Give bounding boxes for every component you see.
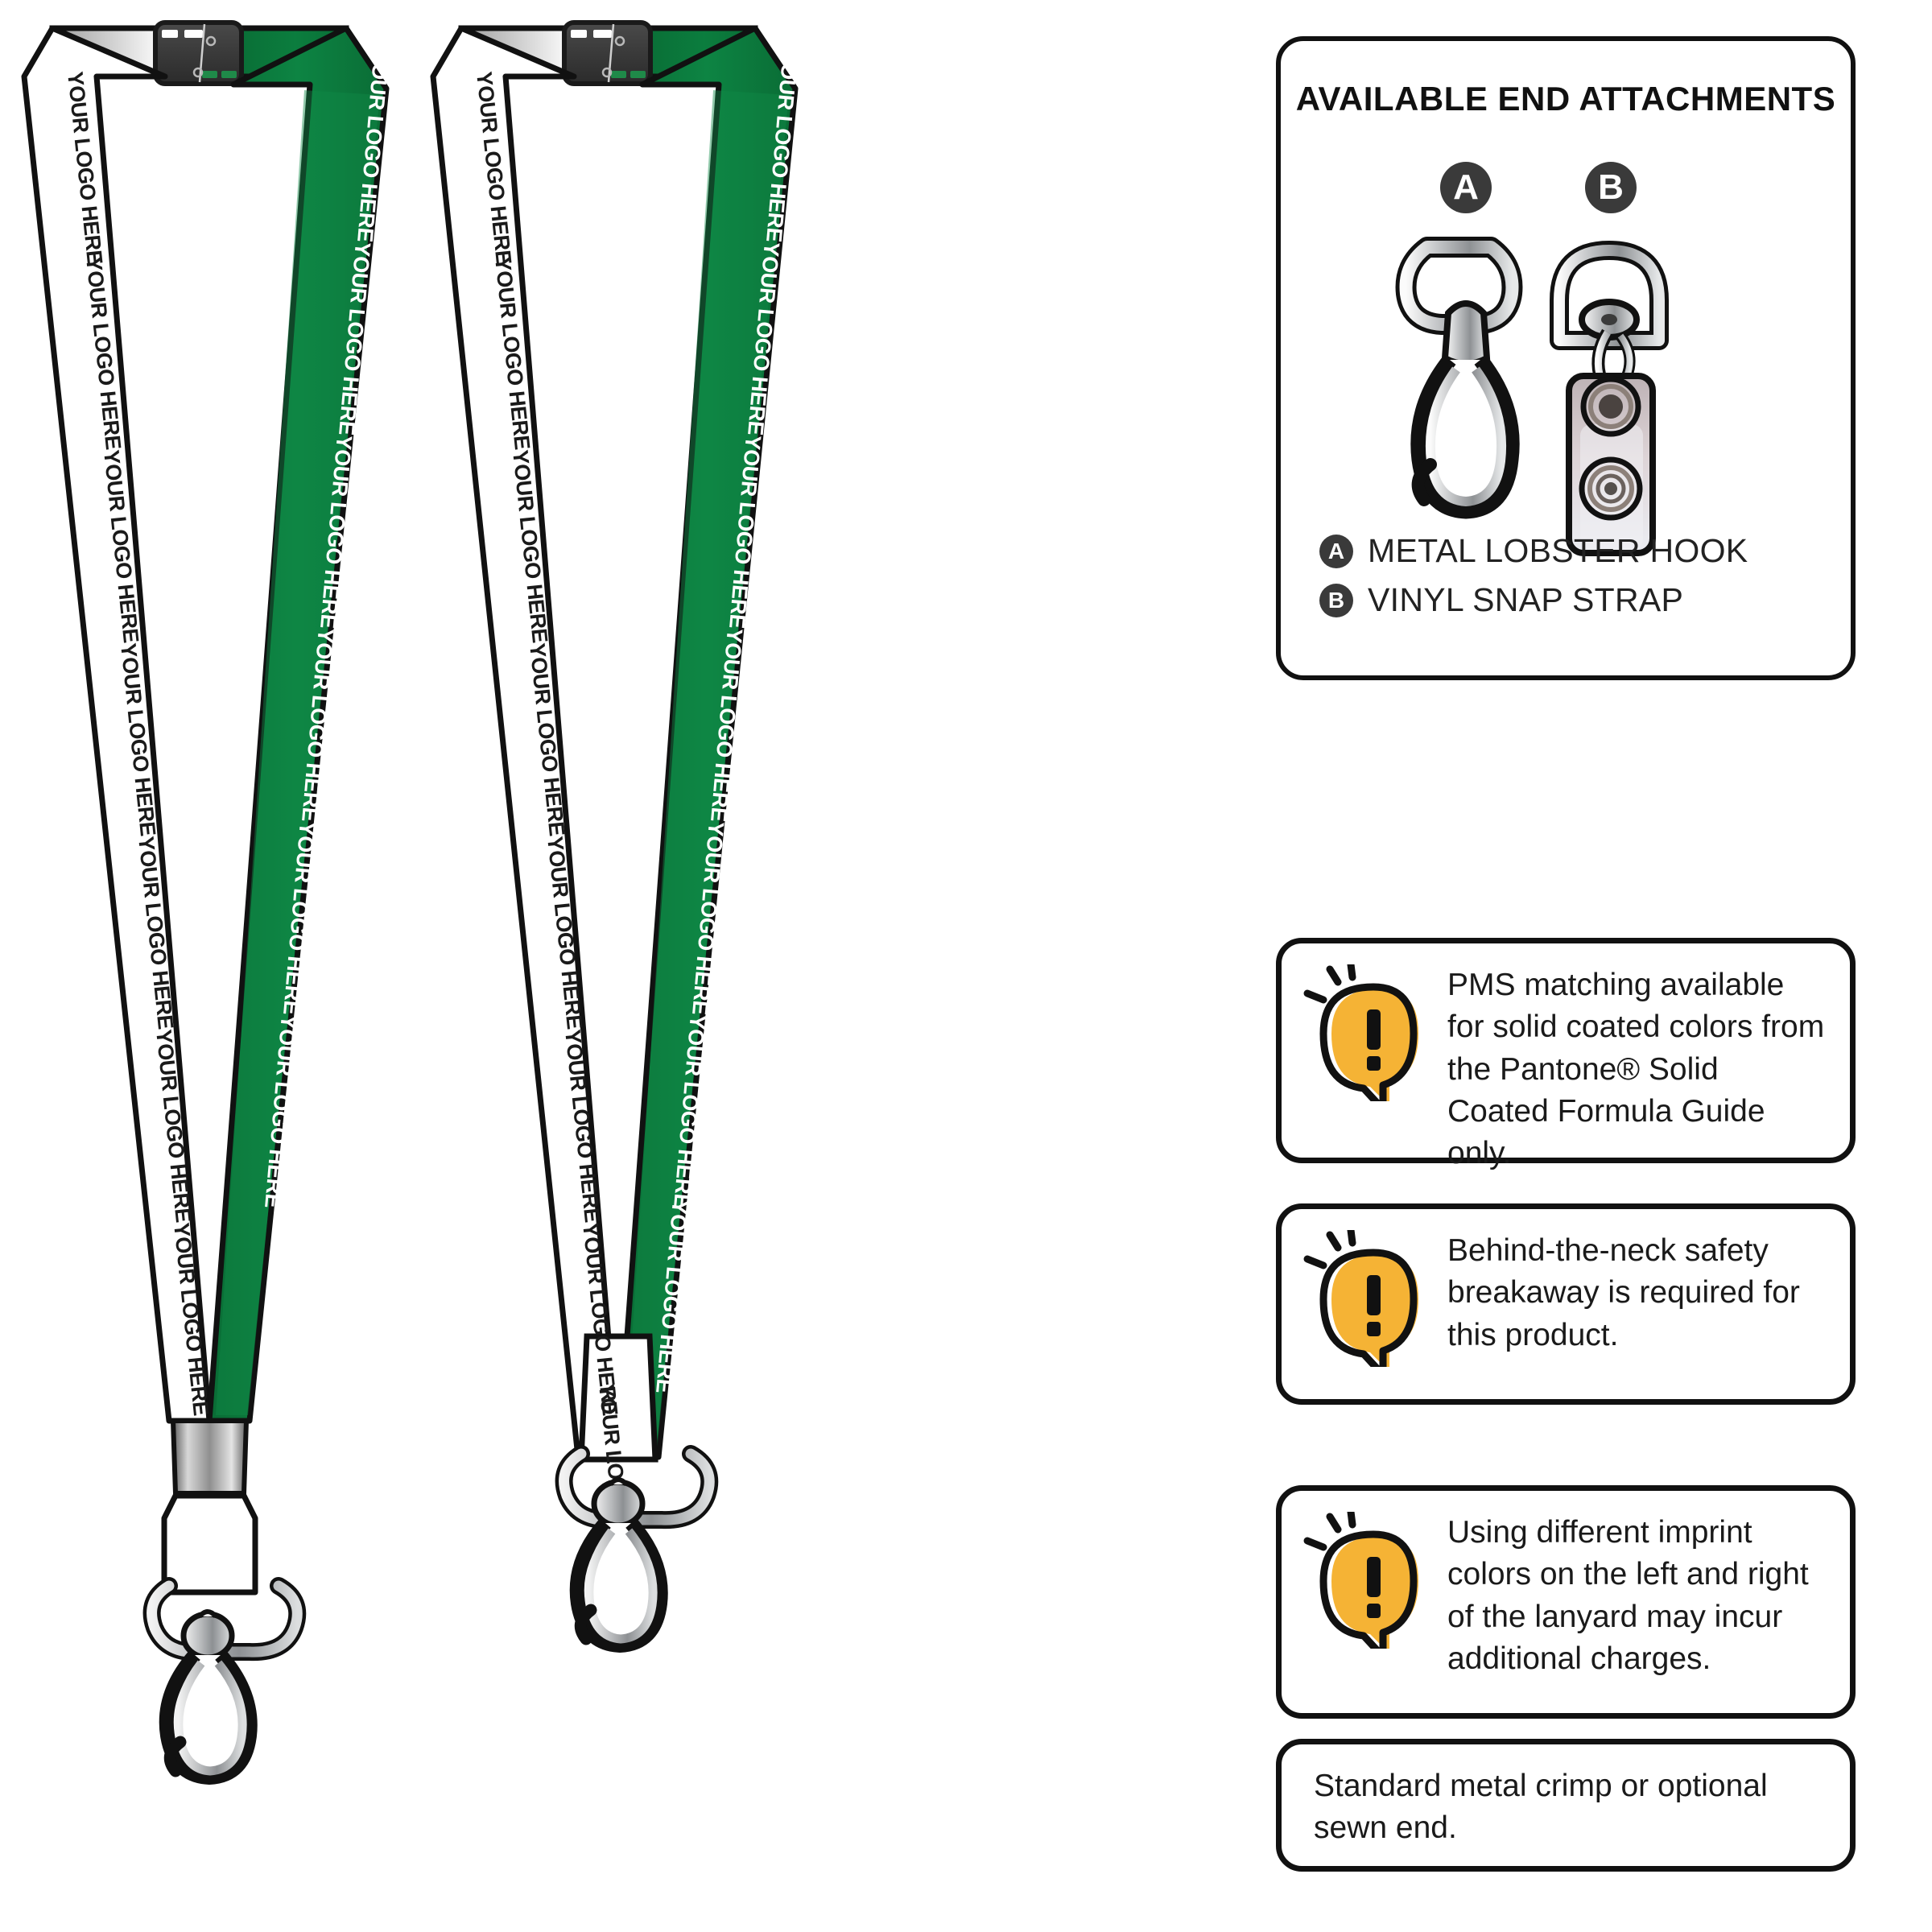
breakaway-buckle-icon — [562, 20, 653, 86]
note-card-imprint-colors: Using different imprint colors on the le… — [1276, 1485, 1868, 1731]
warning-exclamation-icon — [1302, 960, 1439, 1113]
lanyard-sewn-end: YOUR LOGO HERE YOUR LOGO HERE YOUR LOGO … — [430, 20, 803, 1653]
legend-label-b: VINYL SNAP STRAP — [1368, 581, 1684, 618]
note-text: PMS matching available for solid coated … — [1447, 968, 1825, 1170]
note-text: Behind-the-neck safety breakaway is requ… — [1447, 1233, 1800, 1352]
breakaway-buckle-icon — [153, 20, 244, 86]
note-text: Standard metal crimp or optional sewn en… — [1314, 1769, 1768, 1846]
metal-crimp — [170, 1418, 250, 1496]
metal-lobster-hook-icon — [1395, 237, 1523, 519]
legend-badge-a: A — [1319, 534, 1353, 568]
lobster-hook-assembly-icon — [142, 1492, 307, 1785]
imprint-left: YOUR LOGO HERE YOUR LOGO HERE YOUR LOGO … — [472, 70, 638, 1577]
lanyard-metal-crimp: YOUR LOGO HERE YOUR LOGO HERE YOUR LOGO … — [21, 20, 394, 1785]
lobster-hook-assembly-icon — [555, 1445, 719, 1653]
attachments-legend: A METAL LOBSTER HOOK B VINYL SNAP STRAP — [1319, 532, 1748, 630]
note-card-breakaway: Behind-the-neck safety breakaway is requ… — [1276, 1203, 1868, 1417]
legend-label-a: METAL LOBSTER HOOK — [1368, 532, 1748, 569]
badge-b: B — [1585, 162, 1637, 213]
badge-a: A — [1440, 162, 1492, 213]
note-card-crimp: Standard metal crimp or optional sewn en… — [1276, 1739, 1868, 1884]
legend-badge-b: B — [1319, 583, 1353, 617]
attachment-option-b[interactable]: B — [1530, 162, 1691, 565]
legend-row-a: A METAL LOBSTER HOOK — [1319, 532, 1748, 570]
vinyl-snap-strap-icon — [1550, 241, 1669, 556]
imprint-left: YOUR LOGO HERE YOUR LOGO HERE YOUR LOGO … — [63, 70, 213, 1416]
attachment-option-a[interactable]: A — [1393, 162, 1538, 533]
legend-row-b: B VINYL SNAP STRAP — [1319, 581, 1748, 619]
panel-title: AVAILABLE END ATTACHMENTS — [1295, 80, 1836, 118]
note-card-pms: PMS matching available for solid coated … — [1276, 938, 1868, 1175]
sewn-end — [578, 1333, 658, 1463]
warning-exclamation-icon — [1302, 1508, 1439, 1661]
note-text: Using different imprint colors on the le… — [1447, 1515, 1809, 1676]
warning-exclamation-icon — [1302, 1226, 1439, 1379]
available-end-attachments-panel: AVAILABLE END ATTACHMENTS A — [1276, 36, 1856, 680]
